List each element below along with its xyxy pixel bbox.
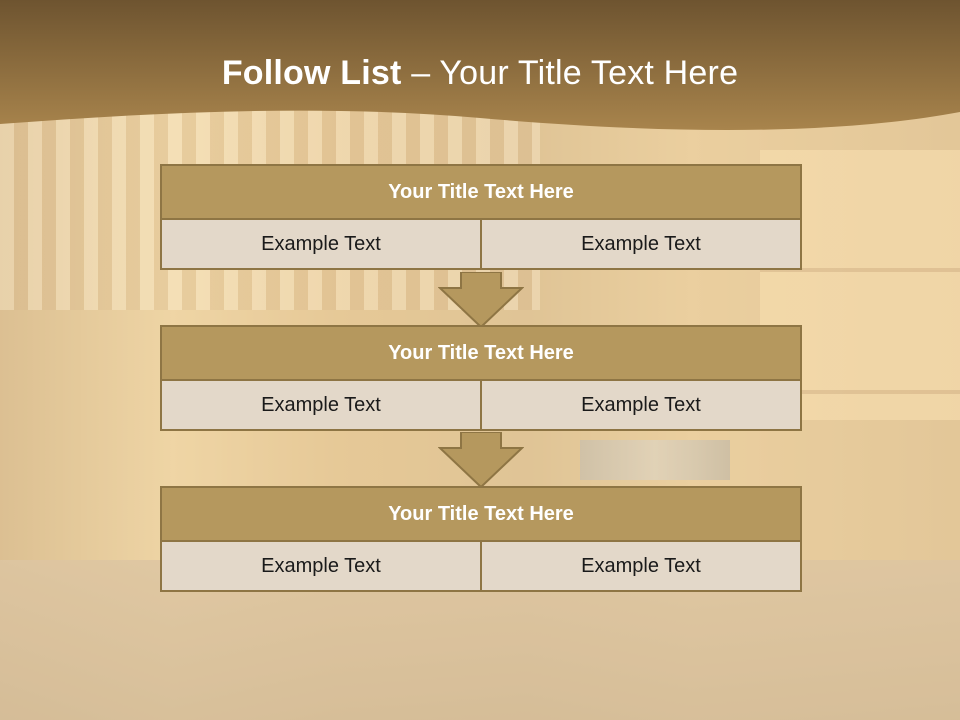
slide-title: Follow List – Your Title Text Here: [0, 54, 960, 93]
step-cell-right: Example Text: [480, 381, 802, 431]
flow-step-3: Your Title Text Here Example Text Exampl…: [160, 486, 802, 592]
flow-step-1: Your Title Text Here Example Text Exampl…: [160, 164, 802, 270]
step-cell-left: Example Text: [160, 381, 482, 431]
step-title: Your Title Text Here: [160, 325, 802, 381]
background-shelf: [580, 440, 730, 480]
slide-title-bold: Follow List: [221, 54, 402, 92]
step-row: Example Text Example Text: [160, 542, 802, 592]
step-cell-right: Example Text: [480, 220, 802, 270]
step-title: Your Title Text Here: [160, 486, 802, 542]
header-banner: [0, 0, 960, 130]
down-arrow-icon: [438, 432, 524, 488]
down-arrow-icon: [438, 272, 524, 328]
slide-title-rest: – Your Title Text Here: [401, 54, 739, 92]
step-cell-left: Example Text: [160, 542, 482, 592]
step-title: Your Title Text Here: [160, 164, 802, 220]
step-cell-right: Example Text: [480, 542, 802, 592]
step-cell-left: Example Text: [160, 220, 482, 270]
step-row: Example Text Example Text: [160, 220, 802, 270]
step-row: Example Text Example Text: [160, 381, 802, 431]
flow-step-2: Your Title Text Here Example Text Exampl…: [160, 325, 802, 431]
